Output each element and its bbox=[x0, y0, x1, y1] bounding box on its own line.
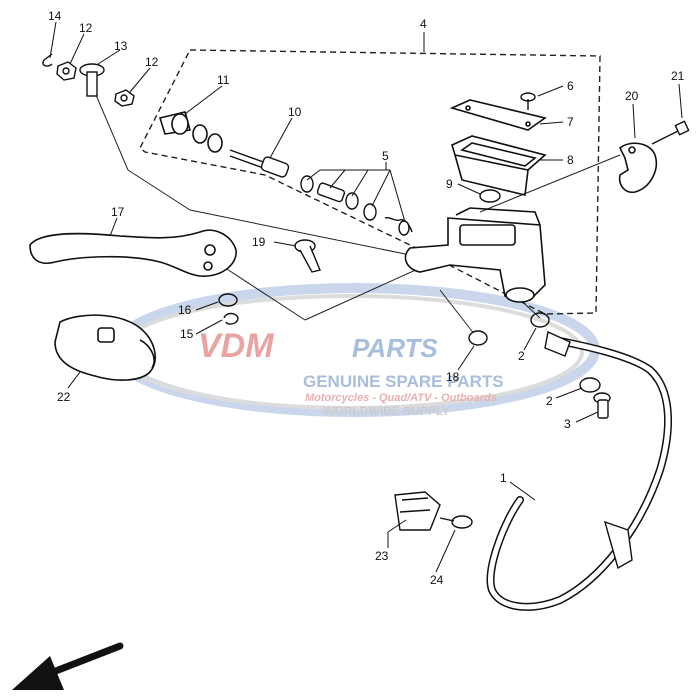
arrow-down-left-icon bbox=[12, 642, 124, 690]
callout-24: 24 bbox=[430, 573, 444, 587]
callout-18: 18 bbox=[446, 370, 460, 384]
pivot-bolt bbox=[79, 63, 105, 97]
gasket-2b bbox=[579, 377, 601, 393]
washer-16 bbox=[218, 293, 238, 307]
washer-18 bbox=[468, 330, 488, 346]
callout-20: 20 bbox=[625, 89, 639, 103]
watermark-brand-a: VDM bbox=[198, 327, 274, 365]
callout-bracket-5 bbox=[306, 169, 406, 223]
clutch-hose bbox=[486, 330, 672, 611]
gasket-2a bbox=[530, 312, 550, 328]
nut-12a bbox=[56, 61, 77, 81]
callout-13: 13 bbox=[114, 39, 128, 53]
push-rod bbox=[229, 149, 290, 178]
callouts: 1 2 2 3 4 5 6 7 8 9 10 11 12 12 13 14 15… bbox=[48, 9, 685, 587]
clamp-bolt bbox=[651, 120, 690, 145]
callout-19: 19 bbox=[252, 235, 266, 249]
reservoir-cap bbox=[449, 99, 547, 131]
lever-bolt bbox=[294, 239, 321, 273]
master-cylinder bbox=[404, 207, 546, 303]
watermark-brand-b: PARTS bbox=[352, 333, 438, 363]
nut-12b bbox=[114, 89, 135, 107]
callout-10: 10 bbox=[288, 105, 302, 119]
cap-screw bbox=[520, 92, 536, 110]
lever-cover bbox=[54, 314, 156, 381]
callout-4: 4 bbox=[420, 17, 427, 31]
callout-8: 8 bbox=[567, 153, 574, 167]
callout-7: 7 bbox=[567, 115, 574, 129]
leader-lines bbox=[49, 21, 683, 573]
watermark-tagline: GENUINE SPARE PARTS bbox=[303, 372, 504, 391]
guide-screw bbox=[439, 515, 473, 529]
piston-kit bbox=[300, 175, 413, 236]
callout-16: 16 bbox=[178, 303, 192, 317]
callout-6: 6 bbox=[567, 79, 574, 93]
diaphragm bbox=[451, 135, 547, 196]
callout-14: 14 bbox=[48, 9, 62, 23]
watermark-subtitle: Motorcycles - Quad/ATV - Outboards bbox=[305, 392, 497, 404]
callout-12a: 12 bbox=[79, 21, 93, 35]
callout-3: 3 bbox=[564, 417, 571, 431]
callout-17: 17 bbox=[111, 205, 125, 219]
callout-15: 15 bbox=[180, 327, 194, 341]
callout-1: 1 bbox=[500, 471, 507, 485]
callout-23: 23 bbox=[375, 549, 389, 563]
callout-11: 11 bbox=[217, 73, 230, 87]
circlip-15 bbox=[223, 312, 239, 325]
callout-9: 9 bbox=[446, 177, 453, 191]
watermark: VDM PARTS GENUINE SPARE PARTS Motorcycle… bbox=[110, 283, 600, 418]
callout-5: 5 bbox=[382, 149, 389, 163]
callout-12b: 12 bbox=[145, 55, 159, 69]
callout-2a: 2 bbox=[518, 349, 525, 363]
callout-21: 21 bbox=[671, 69, 685, 83]
handlebar-clamp bbox=[618, 142, 657, 194]
hose-guide bbox=[394, 491, 441, 531]
union-bolt bbox=[593, 392, 611, 419]
watermark-subtitle-2: WORLDWIDE SUPPLY bbox=[323, 404, 450, 418]
clutch-lever bbox=[29, 229, 237, 277]
callout-2b: 2 bbox=[546, 394, 553, 408]
callout-22: 22 bbox=[57, 390, 71, 404]
assembly-boundary-4 bbox=[139, 49, 601, 315]
diaphragm-plate bbox=[479, 189, 501, 203]
dust-boot bbox=[158, 111, 223, 153]
